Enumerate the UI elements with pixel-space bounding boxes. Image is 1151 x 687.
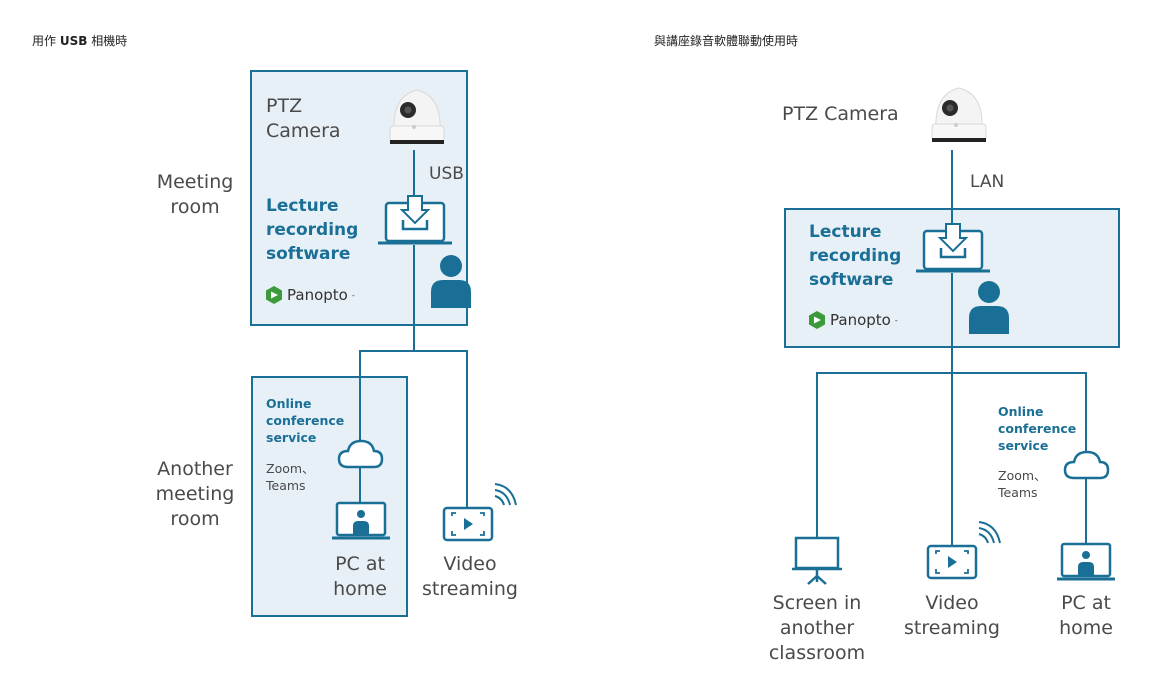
left-software-line1: Lecture — [266, 196, 339, 216]
left-online-line3: service — [266, 430, 317, 445]
left-camera-label: PTZ Camera — [266, 94, 341, 144]
right-streaming-line1: Video — [925, 592, 979, 614]
left-pc-label: PC at home — [320, 552, 400, 602]
left-software-line2: recording — [266, 220, 359, 240]
right-software-label: Lecture recording software — [809, 220, 901, 292]
left-streaming-line2: streaming — [422, 578, 518, 600]
cloud-icon — [337, 439, 384, 469]
left-camera-line2: Camera — [266, 120, 341, 142]
right-video-streaming-icon — [926, 521, 1001, 580]
cloud-to-pc-line — [359, 466, 361, 502]
pc-user-icon — [332, 501, 390, 540]
right-examples-line2: Teams — [998, 485, 1038, 500]
left-heading-post: 相機時 — [87, 34, 128, 48]
right-panopto-text: Panopto — [830, 311, 891, 329]
right-software-line2: recording — [809, 246, 902, 266]
usb-connection-line — [413, 150, 415, 196]
meeting-room-line2: room — [170, 196, 220, 218]
another-meeting-room-box — [251, 376, 408, 617]
right-camera-label: PTZ Camera — [782, 103, 899, 125]
branch-to-cloud-line — [359, 350, 361, 442]
left-panopto-text: Panopto — [287, 286, 348, 304]
right-pc-line2: home — [1059, 617, 1113, 639]
right-panopto-logo-icon — [809, 311, 825, 329]
left-software-label: Lecture recording software — [266, 194, 358, 266]
lan-label: LAN — [970, 172, 1005, 192]
right-ptz-camera-icon — [931, 87, 987, 142]
left-heading-pre: 用作 — [32, 34, 60, 48]
right-streaming-line2: streaming — [904, 617, 1000, 639]
left-online-service-examples: Zoom、 Teams — [266, 460, 315, 494]
ptz-camera-icon — [389, 89, 445, 144]
right-online-service-label: Online conference service — [998, 403, 1076, 454]
software-output-line — [413, 245, 415, 351]
left-online-line1: Online — [266, 396, 312, 411]
left-panopto-logo: Panopto- — [265, 286, 355, 304]
left-examples-line1: Zoom、 — [266, 461, 315, 476]
left-software-line3: software — [266, 244, 351, 264]
another-room-line2: meeting — [155, 483, 235, 505]
person-icon — [431, 255, 471, 308]
lan-connection-line — [951, 150, 953, 228]
left-heading-bold: USB — [59, 34, 88, 48]
right-branch-to-screen-line — [816, 372, 818, 538]
video-streaming-icon — [442, 483, 517, 542]
right-cloud-icon — [1063, 450, 1110, 480]
laptop-download-icon — [378, 195, 452, 245]
right-examples-line1: Zoom、 — [998, 468, 1047, 483]
right-branch-to-cloud-line — [1085, 372, 1087, 452]
lan-connection-line-inner — [951, 208, 953, 228]
right-software-line3: software — [809, 270, 894, 290]
left-online-line2: conference — [266, 413, 345, 428]
right-branch-to-streaming-line — [951, 372, 953, 548]
another-room-line1: Another — [157, 458, 233, 480]
right-pc-line1: PC at — [1061, 592, 1111, 614]
right-streaming-label: Video streaming — [902, 591, 1002, 641]
right-laptop-download-icon — [916, 223, 990, 273]
screen-line3: classroom — [768, 642, 866, 664]
left-streaming-label: Video streaming — [420, 552, 520, 602]
right-online-line2: conference — [998, 421, 1077, 436]
right-cloud-to-pc-line — [1085, 478, 1087, 544]
right-pc-user-icon — [1057, 542, 1115, 581]
right-pc-label: PC at home — [1046, 591, 1126, 641]
right-online-line1: Online — [998, 404, 1044, 419]
right-panopto-logo: Panopto- — [808, 311, 898, 329]
right-person-icon — [969, 281, 1009, 334]
projector-screen-icon — [792, 536, 842, 585]
panopto-logo-icon — [266, 286, 282, 304]
another-room-line3: room — [170, 508, 220, 530]
left-streaming-line1: Video — [443, 553, 497, 575]
right-software-line1: Lecture — [809, 222, 882, 242]
right-online-service-examples: Zoom、 Teams — [998, 467, 1047, 501]
left-examples-line2: Teams — [266, 478, 306, 493]
screen-label: Screen in another classroom — [762, 591, 872, 666]
left-pc-line2: home — [333, 578, 387, 600]
left-online-service-label: Online conference service — [266, 395, 344, 446]
usb-label: USB — [429, 164, 464, 184]
right-software-output-line — [951, 273, 953, 373]
another-meeting-room-label: Another meeting room — [140, 457, 250, 532]
meeting-room-label: Meeting room — [140, 170, 250, 220]
right-heading: 與講座錄音軟體聯動使用時 — [654, 34, 799, 48]
branch-horizontal-line — [359, 350, 468, 352]
left-heading: 用作 USB 相機時 — [32, 32, 127, 49]
branch-to-streaming-line — [466, 350, 468, 508]
left-camera-line1: PTZ — [266, 95, 303, 117]
screen-line1: Screen in — [772, 592, 862, 614]
meeting-room-line1: Meeting — [156, 171, 234, 193]
left-pc-line1: PC at — [335, 553, 385, 575]
screen-line2: another — [779, 617, 855, 639]
right-online-line3: service — [998, 438, 1049, 453]
